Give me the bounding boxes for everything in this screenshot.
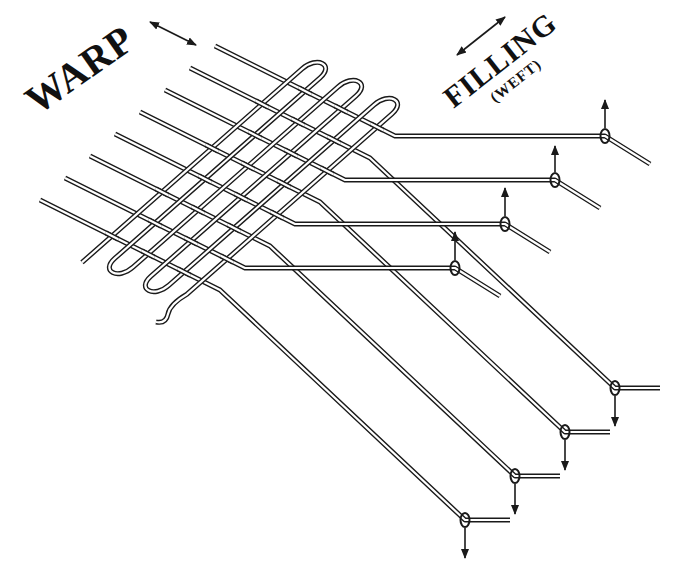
motion-arrows xyxy=(455,100,615,558)
heddle-eyes xyxy=(451,129,620,527)
warp-over-crossings xyxy=(106,88,384,275)
filling-thread xyxy=(82,62,398,322)
direction-arrows xyxy=(150,17,505,55)
part-label: WARP xyxy=(19,19,142,122)
